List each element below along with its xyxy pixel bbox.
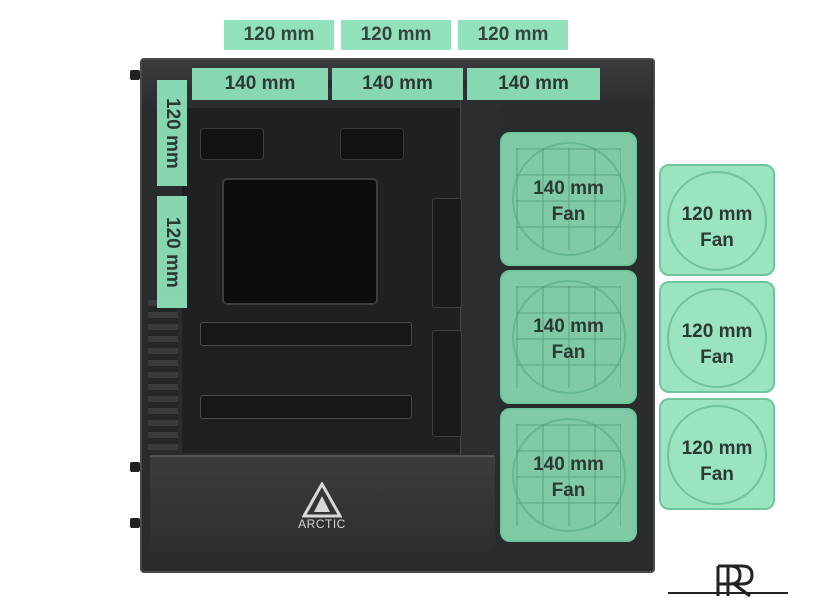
external-fan-120: 120 mm Fan [659,164,775,276]
fan-word-label: Fan [551,480,586,501]
gpu-bracket [200,395,412,419]
fan-size-label: 120 mm [681,438,753,459]
fan-ring-icon [512,280,626,394]
top-external-mount: 120 mm [458,20,568,50]
fan-ring-icon [667,288,767,388]
external-fan-120: 120 mm Fan [659,281,775,393]
mount-separator [452,31,458,39]
arctic-logo-icon [302,482,342,518]
rear-mount: 120 mm [157,196,187,308]
fan-word-label: Fan [700,230,734,251]
top-external-mount: 120 mm [224,20,334,50]
gpu-bracket [200,322,412,346]
fan-word-label: Fan [551,342,586,363]
fan-size-label: 120 mm [681,204,753,225]
fan-word-label: Fan [700,347,734,368]
fan-ring-icon [667,405,767,505]
side-fan-140: 140 mm Fan [500,408,637,542]
top-internal-mount: 140 mm [192,68,328,100]
mount-size-label: 120 mm [360,24,432,45]
watermark-underline [668,592,788,594]
drive-cage [432,330,462,437]
brand-label: ARCTIC [298,517,346,531]
mount-size-label: 140 mm [224,73,296,94]
cable-cutout [200,128,264,160]
top-internal-mount: 140 mm [467,68,600,100]
cable-divider [460,100,499,455]
case-foot [130,518,140,528]
mount-separator [328,80,332,88]
side-fan-140: 140 mm Fan [500,270,637,404]
case-foot [130,70,140,80]
expansion-slot-covers [148,300,178,450]
drive-cage [432,198,462,308]
case-foot [130,462,140,472]
external-fan-120: 120 mm Fan [659,398,775,510]
fan-size-label: 140 mm [533,454,604,475]
fan-word-label: Fan [700,464,734,485]
mount-size-label: 120 mm [162,216,183,288]
mount-size-label: 120 mm [243,24,315,45]
fan-ring-icon [512,418,626,532]
mount-separator [463,80,467,88]
fan-ring-icon [512,142,626,256]
mount-size-label: 120 mm [477,24,549,45]
fan-ring-icon [667,171,767,271]
mount-separator [335,31,341,39]
mount-size-label: 140 mm [362,73,433,94]
mount-separator [167,186,177,196]
top-internal-mount: 140 mm [332,68,463,100]
fan-size-label: 140 mm [533,178,604,199]
top-external-mount: 120 mm [341,20,451,50]
rear-mount: 120 mm [157,80,187,186]
fan-size-label: 120 mm [681,321,753,342]
mount-size-label: 140 mm [498,73,569,94]
cable-cutout [340,128,404,160]
cpu-cooler-cutout [222,178,378,305]
mount-size-label: 120 mm [162,97,183,169]
fan-word-label: Fan [551,204,586,225]
side-fan-140: 140 mm Fan [500,132,637,266]
fan-size-label: 140 mm [533,316,604,337]
pr-logo-icon [716,564,754,598]
